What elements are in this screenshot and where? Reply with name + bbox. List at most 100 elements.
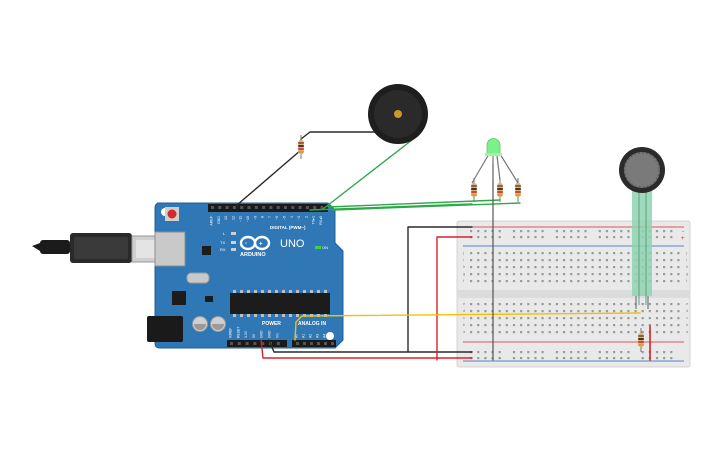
atmega-chip (230, 293, 330, 314)
pin-label: 13 (224, 216, 228, 220)
wire-black-gnd-rail-bottom (268, 339, 473, 353)
svg-text:-: - (245, 241, 247, 247)
row-letter: e (686, 301, 689, 306)
header-pin[interactable] (303, 342, 306, 345)
piezo-buzzer[interactable] (368, 84, 428, 144)
header-pin[interactable] (253, 342, 257, 345)
row-letter: c (686, 315, 688, 320)
header-pin[interactable] (269, 206, 273, 209)
mount-hole (326, 332, 334, 340)
resistor-sensor[interactable] (638, 328, 644, 352)
pin-label: ~9 (253, 216, 257, 220)
pin-label: ~10 (246, 216, 250, 222)
header-pin[interactable] (211, 206, 214, 209)
analog-pin-label: A3 (316, 334, 320, 338)
header-pin[interactable] (218, 206, 222, 209)
header-pin[interactable] (310, 342, 313, 345)
wire-black-gnd-rail (407, 226, 473, 353)
header-pin[interactable] (276, 206, 280, 209)
pin-label: 12 (231, 216, 235, 220)
header-pin[interactable] (305, 206, 309, 209)
wire-yellow-analog (294, 312, 641, 341)
arduino-logo: - + ARDUINO UNO (239, 235, 305, 258)
row-letter: d (686, 308, 688, 313)
header-pin[interactable] (284, 206, 287, 209)
power-pin-label: 3.3V (244, 330, 248, 338)
pin-label: RX◂0 (319, 216, 323, 225)
resistor-led-blue[interactable] (515, 178, 521, 202)
header-pin[interactable] (254, 206, 258, 209)
header-pin[interactable] (245, 342, 249, 345)
header-pin[interactable] (317, 342, 320, 345)
header-pin[interactable] (291, 206, 295, 209)
usb-port (154, 231, 186, 267)
header-pin[interactable] (320, 206, 324, 209)
analog-label: ANALOG IN (298, 321, 326, 327)
header-pin[interactable] (276, 342, 280, 345)
rgb-led[interactable] (471, 138, 519, 184)
header-pin[interactable] (331, 342, 334, 345)
pin-label: AREF (210, 215, 214, 225)
header-pin[interactable] (230, 342, 233, 345)
wire-black-buzzer-ground (236, 131, 389, 206)
row-letter: h (686, 264, 688, 269)
header-pin[interactable] (262, 206, 266, 209)
header-pin[interactable] (232, 206, 236, 209)
power-pin-label: RESET (236, 327, 240, 338)
digital-header (208, 204, 328, 212)
header-pin[interactable] (296, 342, 299, 345)
brand-label: ARDUINO (240, 252, 266, 258)
led-label-l: L (223, 231, 226, 236)
row-letter: g (463, 271, 465, 276)
row-letter: j (685, 250, 687, 255)
analog-pin-label: A0 (295, 334, 299, 338)
header-pin[interactable] (313, 206, 317, 209)
svg-text:+: + (259, 242, 263, 248)
wire-green-led-2 (332, 202, 521, 211)
pin-label: 8 (261, 216, 265, 218)
resistor-led-green[interactable] (497, 178, 503, 202)
model-label: UNO (280, 238, 305, 250)
header-pin[interactable] (324, 342, 327, 345)
wire-green-led-1 (327, 199, 501, 208)
header-pin[interactable] (247, 206, 251, 209)
wire-green-buzzer (322, 139, 413, 210)
power-pin-label: 5V (252, 333, 256, 338)
pin-label: ~3 (297, 216, 301, 220)
row-letter: d (463, 308, 465, 313)
resistor-buzzer[interactable] (298, 135, 304, 159)
header-pin[interactable] (298, 206, 302, 209)
row-letter: h (463, 264, 465, 269)
power-pin-label: Vin (275, 333, 279, 338)
pin-label: ~6 (275, 216, 279, 220)
row-letter: i (686, 257, 687, 262)
pin-label: ~5 (283, 216, 287, 220)
row-letter: e (463, 301, 466, 306)
header-pin[interactable] (225, 206, 229, 209)
small-chip (205, 296, 213, 302)
pin-label: 4 (290, 216, 294, 218)
wire-red-5v-rail (436, 236, 473, 361)
pin-label: GND (217, 216, 221, 224)
rail-plus-label: + (681, 236, 685, 242)
rail-minus-label: - (682, 229, 684, 235)
analog-pin-label: A1 (302, 334, 306, 338)
arduino-uno-board[interactable]: DIGITAL (PWM~) L TX RX ON - + ARDUINO UN… (147, 202, 344, 349)
row-letter: b (463, 322, 466, 327)
header-pin[interactable] (237, 342, 241, 345)
led-label-tx: TX (220, 240, 225, 245)
center-channel (457, 290, 690, 298)
header-pin[interactable] (261, 342, 265, 345)
status-leds: L TX RX ON (220, 231, 328, 252)
force-sensor[interactable] (619, 147, 665, 309)
wire-green-led-3 (309, 203, 473, 211)
pin-label: 2 (304, 216, 308, 218)
power-pin-label: IOREF (229, 328, 233, 338)
header-pin[interactable] (240, 206, 244, 209)
row-letter: f (686, 278, 688, 283)
small-chip (202, 246, 211, 255)
resistor-led-red[interactable] (471, 178, 477, 202)
capacitors (192, 316, 226, 332)
